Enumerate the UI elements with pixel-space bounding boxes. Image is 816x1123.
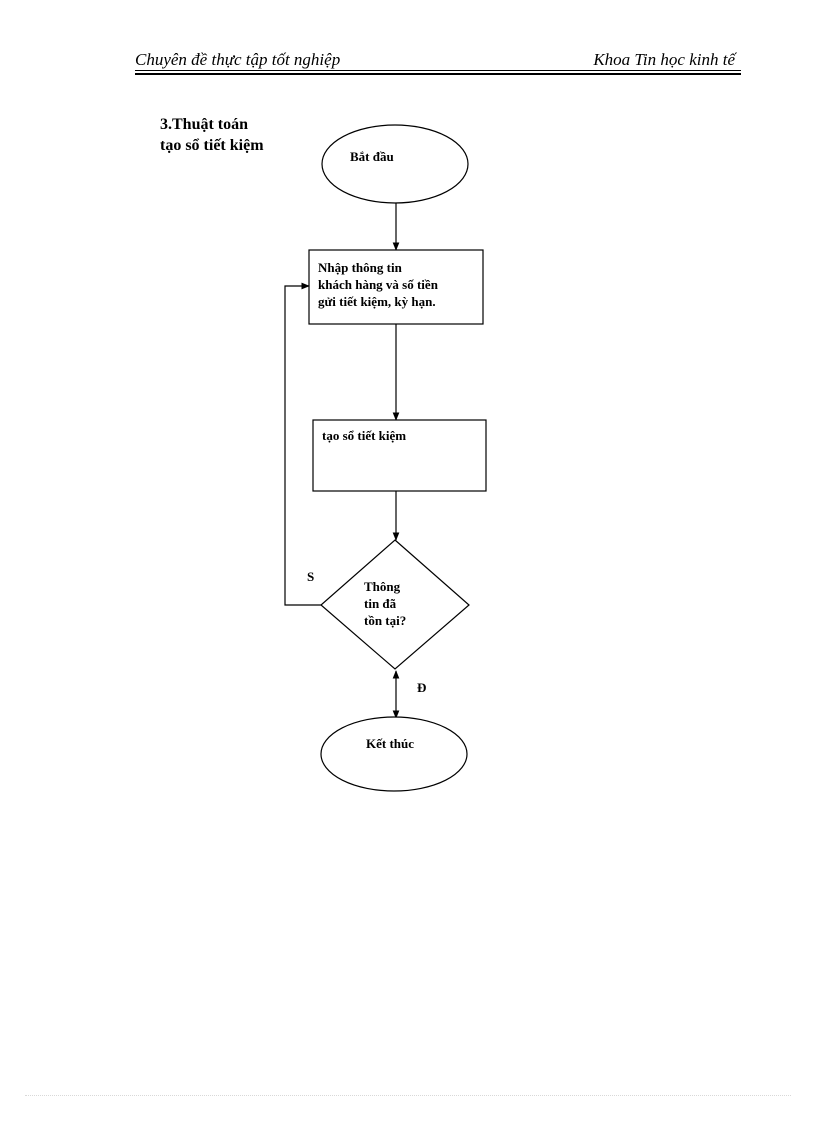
decision-diamond	[320, 539, 470, 670]
page-header: Chuyên đề thực tập tốt nghiệp Khoa Tin h…	[135, 50, 741, 72]
section-title-line1: 3.Thuật toán	[160, 116, 249, 133]
input-label-line1: Nhập thông tin	[318, 260, 402, 275]
header-right-text: Khoa Tin học kinh tế	[593, 50, 735, 69]
end-terminal	[320, 716, 468, 792]
header-left-text: Chuyên đề thực tập tốt nghiệp	[135, 50, 341, 69]
input-label: Nhập thông tin khách hàng và số tiền gửi…	[318, 259, 438, 310]
end-label: Kết thúc	[366, 736, 415, 751]
page-bottom-divider	[25, 1095, 791, 1096]
section-title: 3.Thuật toán tạo sổ tiết kiệm	[160, 114, 264, 156]
header-rule-thin	[135, 70, 741, 71]
start-terminal	[321, 124, 469, 204]
decision-label-line3: tồn tại?	[364, 613, 407, 628]
input-label-line3: gửi tiết kiệm, kỳ hạn.	[318, 294, 436, 309]
decision-label-line1: Thông	[364, 579, 401, 594]
decision-label: Thông tin đã tồn tại?	[364, 578, 406, 629]
input-label-line2: khách hàng và số tiền	[318, 277, 438, 292]
true-branch-label: Đ	[417, 680, 427, 695]
process-box	[312, 419, 487, 492]
loop-back-line	[284, 282, 321, 606]
start-label: Bắt đầu	[350, 149, 394, 164]
process-label: tạo sổ tiết kiệm	[322, 428, 407, 443]
section-title-line2: tạo sổ tiết kiệm	[160, 137, 264, 154]
header-rule-thick	[135, 73, 741, 75]
false-branch-label: S	[307, 569, 315, 584]
decision-label-line2: tin đã	[364, 596, 397, 611]
